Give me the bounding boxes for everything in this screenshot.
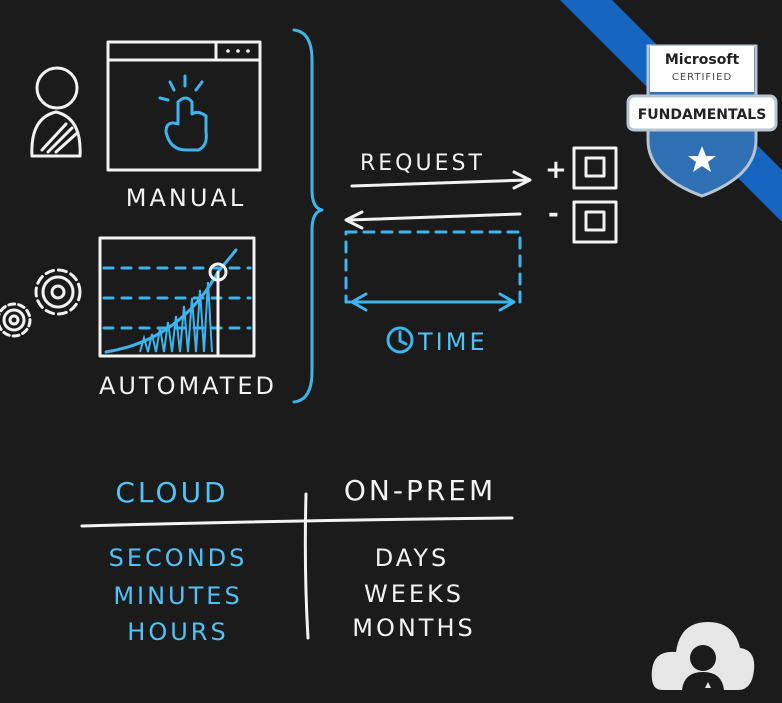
brace [292, 28, 324, 404]
table-horizontal-rule [80, 516, 514, 528]
badge-level: FUNDAMENTALS [638, 107, 767, 123]
table-vertical-rule [303, 492, 310, 640]
manual-label: MANUAL [126, 184, 246, 212]
request-label: REQUEST [360, 151, 485, 176]
certification-badge: Microsoft CERTIFIED FUNDAMENTALS [626, 44, 778, 198]
time-span-arrow [350, 292, 516, 312]
badge-certified: CERTIFIED [672, 72, 732, 83]
clock-icon [386, 326, 414, 354]
server-remove-icon [572, 200, 618, 244]
cloud-item: MINUTES [113, 582, 242, 610]
onprem-item: MONTHS [352, 614, 476, 642]
usage-spikes [139, 281, 213, 353]
cloud-item: SECONDS [109, 544, 248, 572]
minus-sign: - [548, 199, 559, 229]
cloud-header: CLOUD [115, 476, 228, 509]
onprem-item: DAYS [375, 544, 450, 572]
tap-hand-icon [158, 74, 208, 152]
plus-sign: + [545, 155, 567, 185]
onprem-item: WEEKS [364, 580, 464, 608]
manual-window [106, 40, 262, 172]
automated-label: AUTOMATED [99, 372, 277, 400]
avatar-cloud-icon [651, 622, 755, 690]
onprem-header: ON-PREM [344, 474, 496, 507]
server-add-icon [572, 146, 618, 190]
time-window [344, 230, 522, 304]
cloud-item: HOURS [127, 618, 228, 646]
badge-brand: Microsoft [665, 52, 740, 68]
gears-icon [0, 268, 82, 338]
request-arrow [350, 170, 532, 190]
response-arrow [344, 210, 522, 230]
star-icon [688, 146, 716, 172]
badge-level-bar [626, 94, 778, 132]
time-label: TIME [417, 328, 488, 356]
person-icon [30, 66, 82, 158]
capacity-marker [208, 262, 228, 282]
comparison-table: CLOUD ON-PREM SECONDS MINUTES HOURS DAYS… [80, 474, 514, 646]
automated-window [98, 236, 256, 358]
